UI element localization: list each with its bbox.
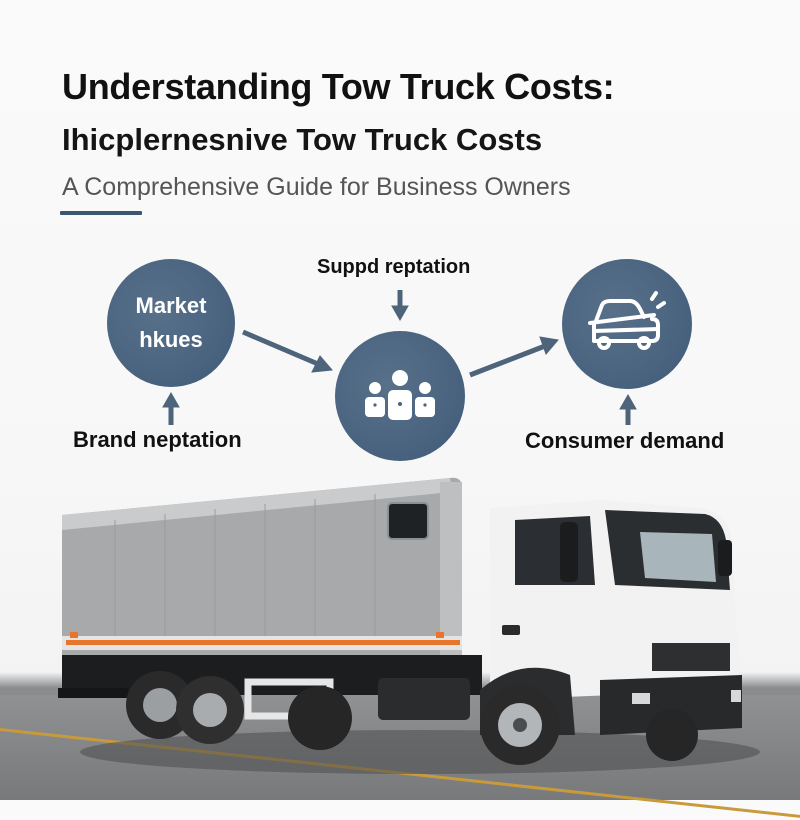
- car-node: [562, 259, 692, 389]
- title-underline: [60, 211, 142, 215]
- market-node-line1: Market: [135, 293, 207, 318]
- label-supply-reputation: Suppd reptation: [317, 256, 471, 278]
- page-title: Understanding Tow Truck Costs:: [62, 66, 615, 107]
- page-title-line2: Ihicplernesnive Tow Truck Costs: [62, 122, 543, 157]
- center-node: [335, 331, 465, 461]
- label-brand-reputation: Brand neptation: [73, 427, 242, 452]
- market-node: Market hkues: [107, 259, 235, 387]
- diagram-arrows: [162, 290, 637, 425]
- page-subtitle: A Comprehensive Guide for Business Owner…: [62, 173, 571, 201]
- people-group-icon: [365, 370, 435, 420]
- car-crash-icon: [588, 291, 666, 350]
- market-node-line2: hkues: [139, 327, 203, 352]
- label-consumer-demand: Consumer demand: [525, 428, 725, 453]
- box-truck-image: [58, 477, 760, 774]
